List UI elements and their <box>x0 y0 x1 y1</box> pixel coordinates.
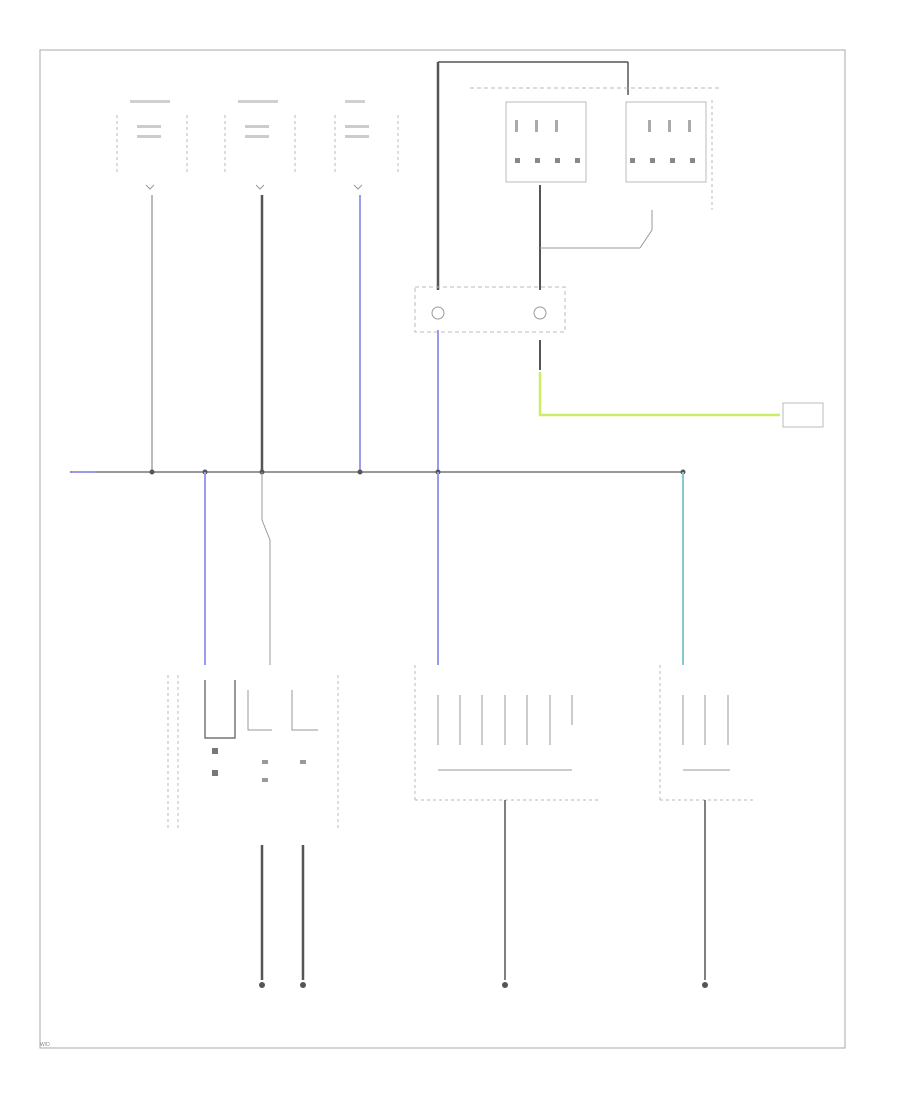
ground-icon <box>259 982 265 988</box>
switch-unit <box>414 286 566 333</box>
diagram-frame <box>39 49 846 1049</box>
component-top-left-3 <box>334 100 399 175</box>
ground-icon <box>502 982 508 988</box>
lamp-icon <box>533 306 547 320</box>
wire-6-yellow-green <box>538 372 780 417</box>
component-top-left-2 <box>224 100 296 175</box>
fuse-block-left <box>505 101 587 183</box>
connector-right <box>782 402 824 428</box>
lamp-icon <box>431 306 445 320</box>
component-top-left-1 <box>116 100 188 175</box>
component-lower-left <box>167 675 339 830</box>
fuse-block-right <box>625 101 707 183</box>
ground-icon <box>300 982 306 988</box>
page-label: W/D <box>40 1042 50 1048</box>
component-lower-right <box>659 665 755 801</box>
component-lower-middle <box>414 665 600 801</box>
ground-icon <box>702 982 708 988</box>
